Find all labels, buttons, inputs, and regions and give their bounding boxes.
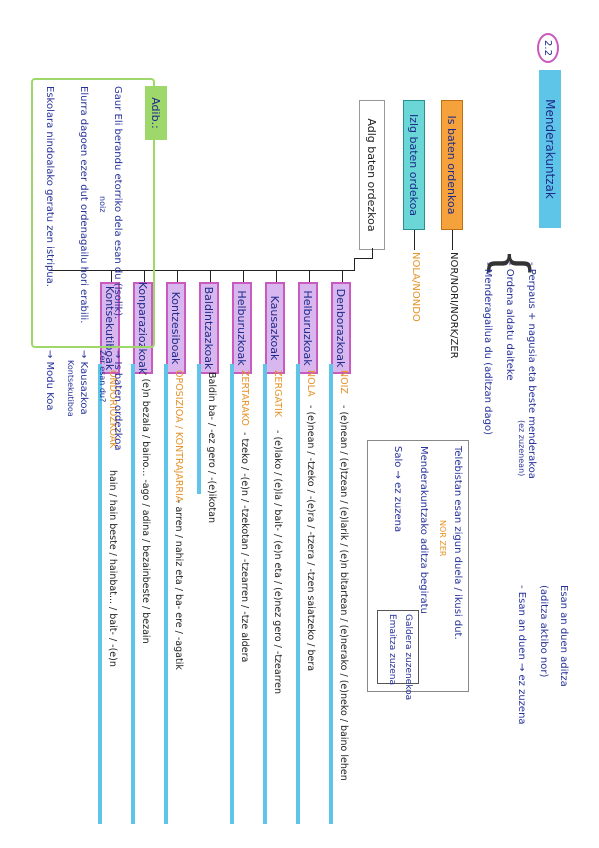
- brace-item-2: - Ordena aldatu daiteke: [504, 262, 515, 381]
- branch-answer-1: NOR/NORI/NORK/ZER: [448, 252, 459, 359]
- note-inner-2: Emaitza zuzena: [387, 614, 397, 686]
- adib-side-label-2: Kontsekutiboa: [66, 360, 75, 417]
- brace-item-3: - Menderagailua du (aditzan dago): [482, 262, 493, 435]
- title-number: 2.2: [537, 33, 559, 63]
- subtype-2: Helburuzkoak: [298, 282, 318, 374]
- adib-row-3-arrow: → Modu Koa: [44, 350, 55, 411]
- subtype-4-detail: - tzeko / -(e)n / -tzekotan / -tzearren …: [239, 432, 250, 663]
- note-line-2: Menderakuntzako aditza begiratu: [418, 446, 429, 614]
- title-box: Menderakuntzak: [539, 70, 561, 228]
- branch-box-3: Adlg baten ordezkoa: [359, 100, 385, 250]
- note-line-1: Telebistan esan zigun duela / ikusi dut.: [452, 446, 463, 640]
- subtype-3: Kausazkoak: [265, 282, 285, 374]
- subtype-1-marker: NOIZ: [338, 370, 349, 394]
- adib-row-1-arrow: → Is baten ordezkoa: [112, 350, 123, 451]
- subtype-3-detail: - (e)lako / (e)la / bait- / (e)n eta / (…: [272, 430, 283, 695]
- adib-row-3: Eskolara nindoalako geratu zen istripua.: [44, 86, 55, 287]
- subtype-4: Helburuzkoak: [232, 282, 252, 374]
- subtype-2-marker: NOLA: [305, 370, 316, 397]
- branch-answer-2: NOLA/NONDO: [410, 252, 421, 322]
- note-line-1-sub: NOR ZER: [438, 520, 447, 557]
- subtype-6-marker: OPOSIZIOA / KONTRAJARRIA: [173, 370, 184, 503]
- subtype-2-detail: - (e)nean / -tzeko / -(e)ra / -tzera / -…: [305, 405, 316, 672]
- adib-side-label-1: Zer esan du?: [98, 350, 107, 403]
- right-note-1: Esan an duen aditza: [558, 585, 569, 687]
- branch-box-2: Izlg baten ordekoa: [403, 100, 425, 230]
- adib-label: Adib.:: [145, 86, 167, 140]
- note-line-3: Salo → ez zuzena: [392, 446, 403, 533]
- subtype-1: Denborazkoak: [331, 282, 351, 374]
- adib-row-2-arrow: → Kausazkoa: [78, 350, 89, 415]
- right-note-2: (aditza aktibo nor): [538, 585, 549, 678]
- subtype-1-detail: - (e)nean / (e)tzean / (e)larik / (e)n b…: [338, 405, 349, 781]
- brace-item-1: - Perpaus + nagusia eta beste menderakoa: [526, 262, 537, 479]
- subtype-5: Baldintzazkoak: [199, 282, 219, 374]
- subtype-7-detail: - (e)n bezala / baino... -ago / adina / …: [140, 372, 151, 644]
- subtype-3-marker: ZERGATIK: [272, 370, 283, 418]
- brace-note-ez: (ez zuzenean): [517, 420, 526, 477]
- branch-box-1: Is baten ordenkoa: [441, 100, 463, 230]
- note-inner-1: Galdera zuzenekoa: [403, 614, 413, 701]
- adib-ez-note: noiz: [98, 196, 107, 213]
- subtype-5-detail: Baldin ba- / -ez gero / -(e)ikotan: [206, 372, 217, 523]
- adib-row-2: Elurra dagoen ezer dut ordenagailu hori …: [78, 86, 89, 324]
- right-note-3: - Esan an duen → ez zuzena: [516, 585, 527, 725]
- subtype-4-marker: ZERTARAKO: [239, 370, 250, 426]
- subtype-8-detail: hain / hain beste / hainbat... / bait- /…: [107, 470, 118, 667]
- adib-row-1: Gaur Eli berandu etorriko dela esan du (…: [112, 86, 123, 320]
- subtype-6: Kontzesiboak: [166, 282, 186, 374]
- subtype-6-detail: - arren / nahiz eta / ba- ere / -agatik: [173, 500, 184, 670]
